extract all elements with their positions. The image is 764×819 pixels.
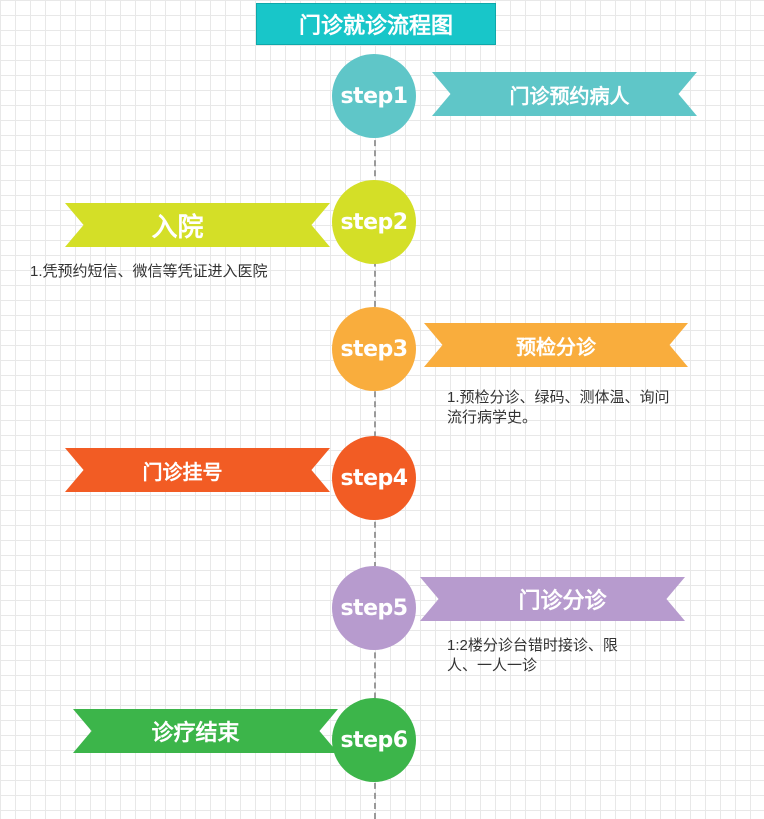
step6-label: step6 [340, 727, 408, 753]
step5-ribbon: 门诊分诊 [420, 577, 685, 621]
step2-circle: step2 [332, 180, 416, 264]
step6-ribbon-text: 诊疗结束 [151, 720, 240, 745]
step1-ribbon: 门诊预约病人 [432, 72, 697, 116]
step6-ribbon: 诊疗结束 [73, 709, 338, 753]
step2-note-text: 1.凭预约短信、微信等凭证进入医院 [30, 263, 268, 280]
step3-label: step3 [340, 336, 408, 362]
step1-circle: step1 [332, 54, 416, 138]
step3-circle: step3 [332, 307, 416, 391]
step2-label: step2 [340, 209, 408, 235]
step3-ribbon: 预检分诊 [424, 323, 688, 367]
step1-ribbon-text: 门诊预约病人 [509, 85, 630, 108]
step4-ribbon-text: 门诊挂号 [142, 461, 223, 484]
page-title: 门诊就诊流程图 [256, 3, 496, 45]
step1-label: step1 [340, 83, 408, 109]
step2-ribbon: 入院 [65, 203, 330, 247]
step3-note-line2: 流行病学史。 [447, 409, 538, 426]
step2-note: 1.凭预约短信、微信等凭证进入医院 [30, 262, 268, 282]
step6-circle: step6 [332, 698, 416, 782]
step4-ribbon: 门诊挂号 [65, 448, 330, 492]
step5-circle: step5 [332, 566, 416, 650]
step4-label: step4 [340, 465, 408, 491]
step5-label: step5 [340, 595, 408, 621]
step5-note: 1:2楼分诊台错时接诊、限 人、一人一诊 [447, 636, 618, 676]
step4-circle: step4 [332, 436, 416, 520]
step3-note: 1.预检分诊、绿码、测体温、询问 流行病学史。 [447, 388, 670, 428]
step5-note-line1: 1:2楼分诊台错时接诊、限 [447, 637, 618, 654]
step5-note-line2: 人、一人一诊 [447, 657, 538, 674]
step5-ribbon-text: 门诊分诊 [518, 588, 607, 613]
step3-ribbon-text: 预检分诊 [516, 336, 596, 359]
step2-ribbon-text: 入院 [151, 211, 204, 242]
step3-note-line1: 1.预检分诊、绿码、测体温、询问 [447, 389, 670, 406]
